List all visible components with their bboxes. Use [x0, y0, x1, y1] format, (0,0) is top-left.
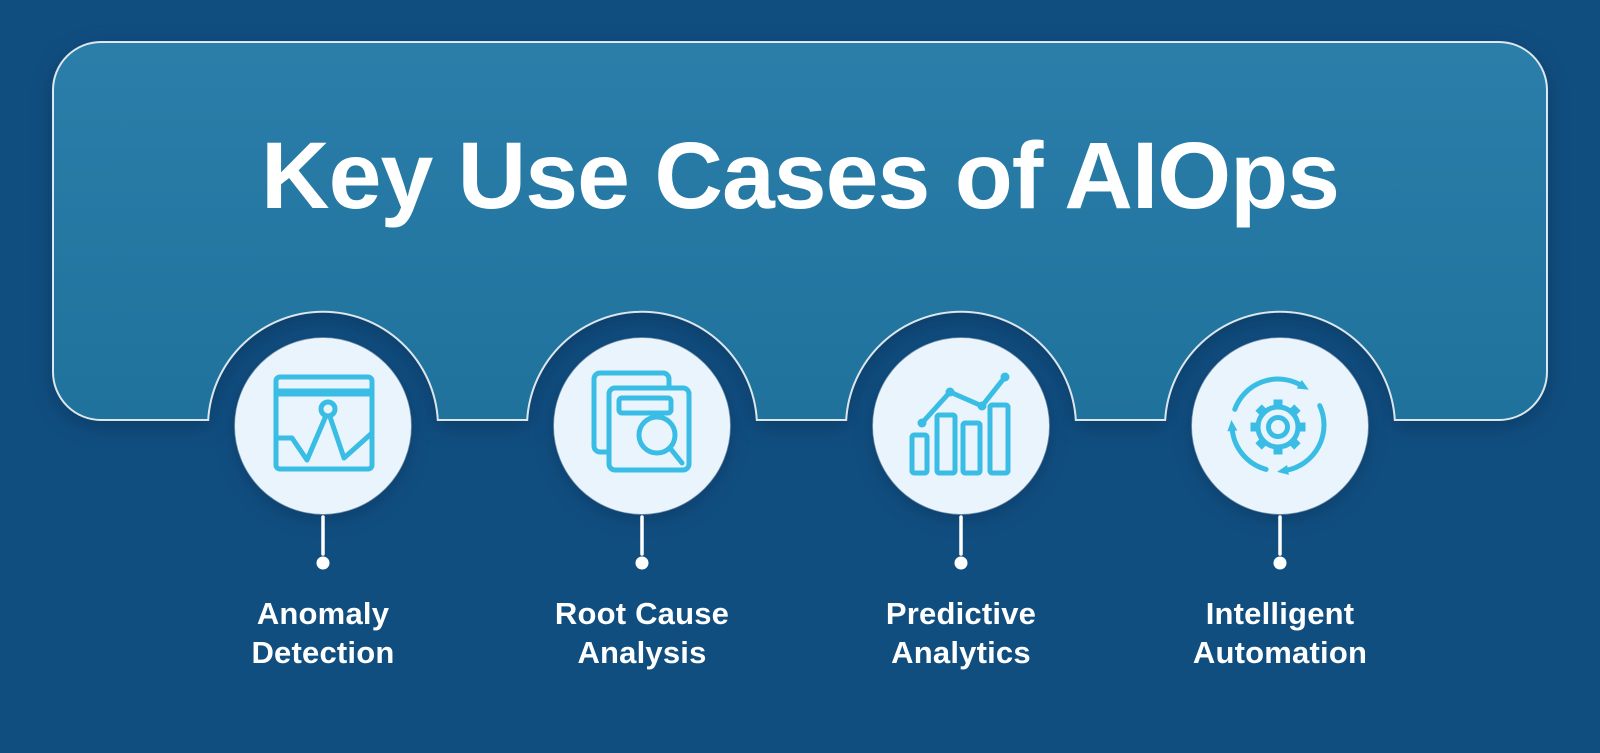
connector-dot — [1273, 556, 1287, 570]
use-case-label-line: Predictive — [885, 596, 1037, 631]
use-case-label-line: Anomaly — [256, 596, 390, 631]
anomaly-monitor-icon — [273, 374, 375, 472]
bar-chart-trend-icon — [909, 372, 1011, 476]
gear-cycle-icon — [1227, 376, 1327, 475]
use-case-label-line: Detection — [251, 635, 395, 670]
use-case-label-line: Analysis — [577, 635, 707, 670]
use-case-label-line: Automation — [1192, 635, 1368, 670]
use-case-label-line: Intelligent — [1205, 596, 1355, 631]
connector-dot — [635, 556, 649, 570]
use-case-label-intelligent-automation: Intelligent Automation — [1130, 594, 1430, 672]
connector-dot — [316, 556, 330, 570]
connector-dot — [954, 556, 968, 570]
use-case-label-line: Root Cause — [554, 596, 730, 631]
use-case-label-anomaly-detection: Anomaly Detection — [173, 594, 473, 672]
use-case-label-root-cause-analysis: Root Cause Analysis — [492, 594, 792, 672]
title-banner — [52, 41, 1548, 421]
use-case-label-line: Analytics — [891, 635, 1031, 670]
document-magnifier-icon — [591, 370, 692, 473]
use-case-label-predictive-analytics: Predictive Analytics — [811, 594, 1111, 672]
page-title: Key Use Cases of AIOps — [261, 123, 1340, 229]
